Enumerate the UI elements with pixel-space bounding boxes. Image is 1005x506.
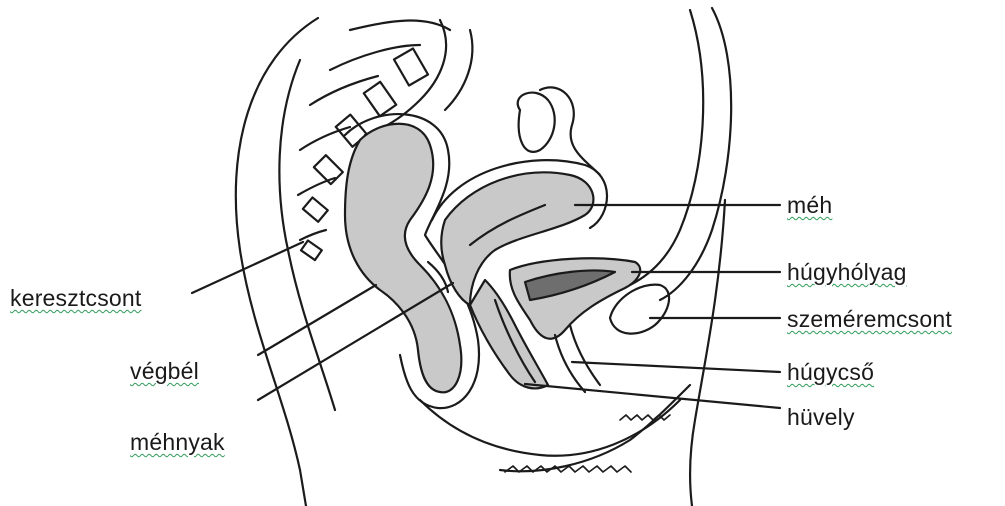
perineum: [420, 400, 680, 456]
inner-back-contour: [279, 60, 335, 410]
front-contour: [690, 200, 725, 506]
label-meh: méh: [787, 192, 832, 218]
leader-hugycso: [572, 362, 780, 372]
leader-vegbel: [258, 285, 376, 355]
label-hugyholyag: húgyhólyag: [787, 259, 907, 285]
ovary: [518, 93, 555, 152]
label-hugycso: húgycső: [787, 359, 874, 385]
label-mehnyak: méhnyak: [130, 429, 225, 455]
abdominal-wall-inner: [630, 10, 703, 285]
urethra-wall: [570, 325, 600, 385]
label-vegbel: végbél: [130, 358, 199, 384]
label-huvely: hüvely: [787, 404, 855, 430]
leader-huvely: [525, 384, 780, 408]
label-szeremcsont: szeméremcsont: [787, 306, 952, 332]
back-contour: [236, 18, 318, 506]
label-keresztcsont: keresztcsont: [10, 285, 142, 311]
